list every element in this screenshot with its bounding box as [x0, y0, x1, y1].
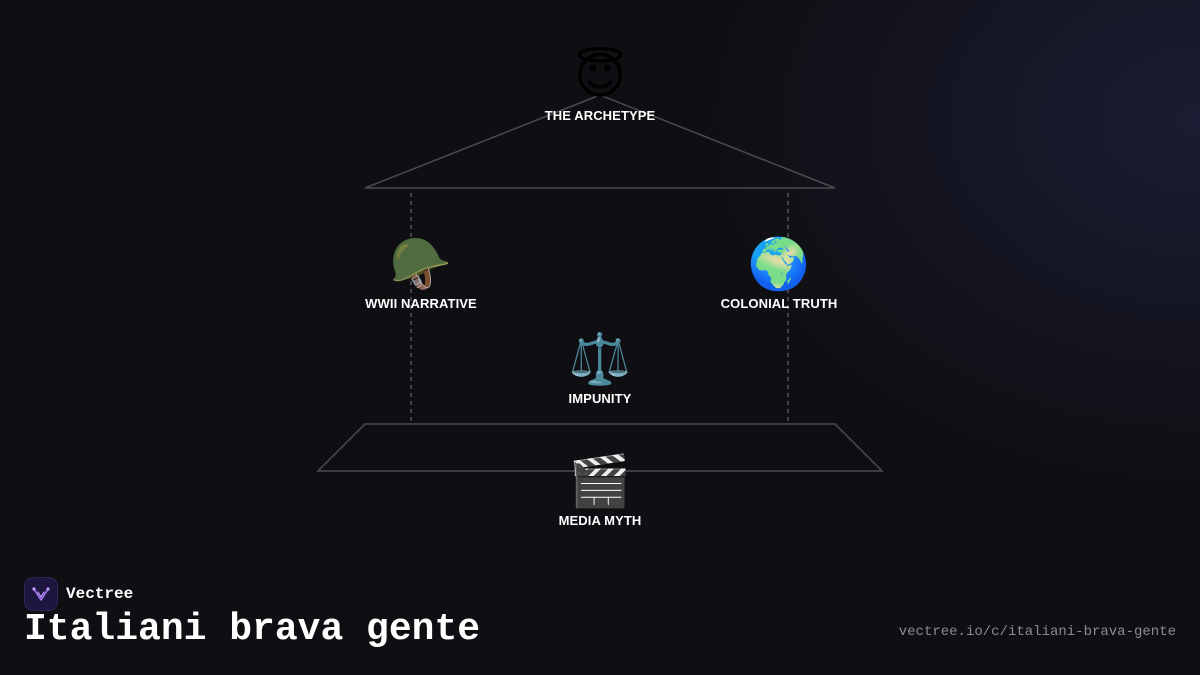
- page-url[interactable]: vectree.io/c/italiani-brava-gente: [898, 624, 1176, 640]
- pediment-outline: [364, 94, 836, 189]
- military-helmet-icon: 🪖: [389, 235, 453, 293]
- node-media-myth: 🎬 MEDIA MYTH: [490, 453, 710, 528]
- angel-icon: 😇: [573, 47, 627, 105]
- node-label: IMPUNITY: [568, 391, 632, 406]
- node-wwii-narrative: 🪖 WWII NARRATIVE: [311, 236, 531, 311]
- vectree-logo-mark: [32, 587, 50, 601]
- clapper-board-icon: 🎬: [568, 452, 632, 510]
- vectree-logo-icon: [24, 577, 58, 611]
- node-label: MEDIA MYTH: [558, 513, 642, 528]
- globe-icon: 🌍: [747, 235, 811, 293]
- node-label: WWII NARRATIVE: [365, 296, 477, 311]
- node-label: THE ARCHETYPE: [544, 108, 656, 123]
- brand: Vectree: [24, 577, 133, 611]
- page-title: Italiani brava gente: [24, 608, 481, 651]
- node-label: COLONIAL TRUTH: [720, 296, 838, 311]
- brand-name: Vectree: [66, 585, 134, 603]
- node-colonial-truth: 🌍 COLONIAL TRUTH: [669, 236, 889, 311]
- node-the-archetype: 😇 THE ARCHETYPE: [490, 48, 710, 123]
- base-outline: [316, 423, 884, 472]
- scales-icon: ⚖️: [568, 330, 632, 388]
- node-impunity: ⚖️ IMPUNITY: [490, 331, 710, 406]
